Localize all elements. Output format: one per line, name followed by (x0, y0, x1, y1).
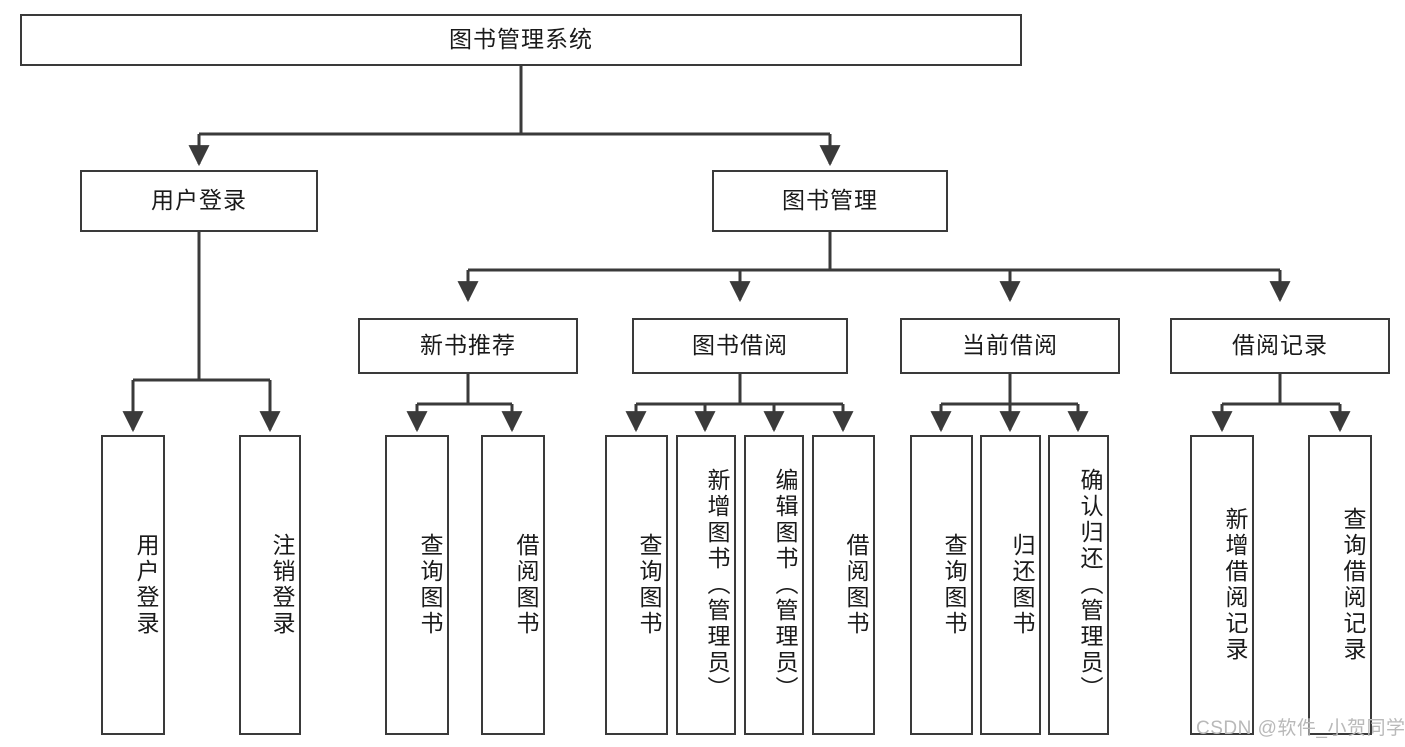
node-book-management[interactable]: 图书管理 (712, 170, 948, 232)
watermark-text: CSDN @软件_小贺同学 (1196, 718, 1405, 739)
node-leaf-add-borrow-record[interactable]: 新增借阅记录 (1190, 435, 1254, 735)
node-leaf-query-book-borrow-label: 查询图书 (636, 533, 662, 637)
node-leaf-query-book-borrow[interactable]: 查询图书 (605, 435, 668, 735)
node-borrow-records-label: 借阅记录 (1232, 332, 1328, 359)
node-leaf-return-book-label: 归还图书 (1009, 533, 1035, 637)
node-leaf-query-borrow-record-label: 查询借阅记录 (1340, 507, 1366, 663)
node-book-management-label: 图书管理 (782, 187, 878, 214)
node-leaf-confirm-return-admin-label: 确认归还（管理员） (1077, 468, 1103, 702)
node-leaf-query-book-current-label: 查询图书 (941, 533, 967, 637)
node-leaf-query-book-new[interactable]: 查询图书 (385, 435, 449, 735)
node-leaf-add-book-admin[interactable]: 新增图书（管理员） (676, 435, 736, 735)
node-login[interactable]: 用户登录 (80, 170, 318, 232)
node-book-borrow-label: 图书借阅 (692, 332, 788, 359)
node-leaf-logout[interactable]: 注销登录 (239, 435, 301, 735)
node-leaf-add-book-admin-label: 新增图书（管理员） (704, 468, 730, 702)
node-leaf-edit-book-admin[interactable]: 编辑图书（管理员） (744, 435, 804, 735)
node-leaf-query-book-new-label: 查询图书 (417, 533, 443, 637)
node-login-label: 用户登录 (151, 187, 247, 214)
node-borrow-records[interactable]: 借阅记录 (1170, 318, 1390, 374)
node-leaf-borrow-book-new-label: 借阅图书 (513, 533, 539, 637)
node-root-label: 图书管理系统 (449, 26, 593, 53)
node-leaf-borrow-book-label: 借阅图书 (843, 533, 869, 637)
node-leaf-user-login[interactable]: 用户登录 (101, 435, 165, 735)
node-new-book-recommend-label: 新书推荐 (420, 332, 516, 359)
node-current-borrow[interactable]: 当前借阅 (900, 318, 1120, 374)
node-leaf-logout-label: 注销登录 (269, 533, 295, 637)
node-new-book-recommend[interactable]: 新书推荐 (358, 318, 578, 374)
node-root[interactable]: 图书管理系统 (20, 14, 1022, 66)
node-leaf-query-borrow-record[interactable]: 查询借阅记录 (1308, 435, 1372, 735)
node-current-borrow-label: 当前借阅 (962, 332, 1058, 359)
node-leaf-add-borrow-record-label: 新增借阅记录 (1222, 507, 1248, 663)
node-leaf-user-login-label: 用户登录 (133, 533, 159, 637)
node-leaf-borrow-book-new[interactable]: 借阅图书 (481, 435, 545, 735)
node-book-borrow[interactable]: 图书借阅 (632, 318, 848, 374)
node-leaf-confirm-return-admin[interactable]: 确认归还（管理员） (1048, 435, 1109, 735)
node-leaf-return-book[interactable]: 归还图书 (980, 435, 1041, 735)
node-leaf-borrow-book[interactable]: 借阅图书 (812, 435, 875, 735)
node-leaf-query-book-current[interactable]: 查询图书 (910, 435, 973, 735)
node-leaf-edit-book-admin-label: 编辑图书（管理员） (772, 468, 798, 702)
